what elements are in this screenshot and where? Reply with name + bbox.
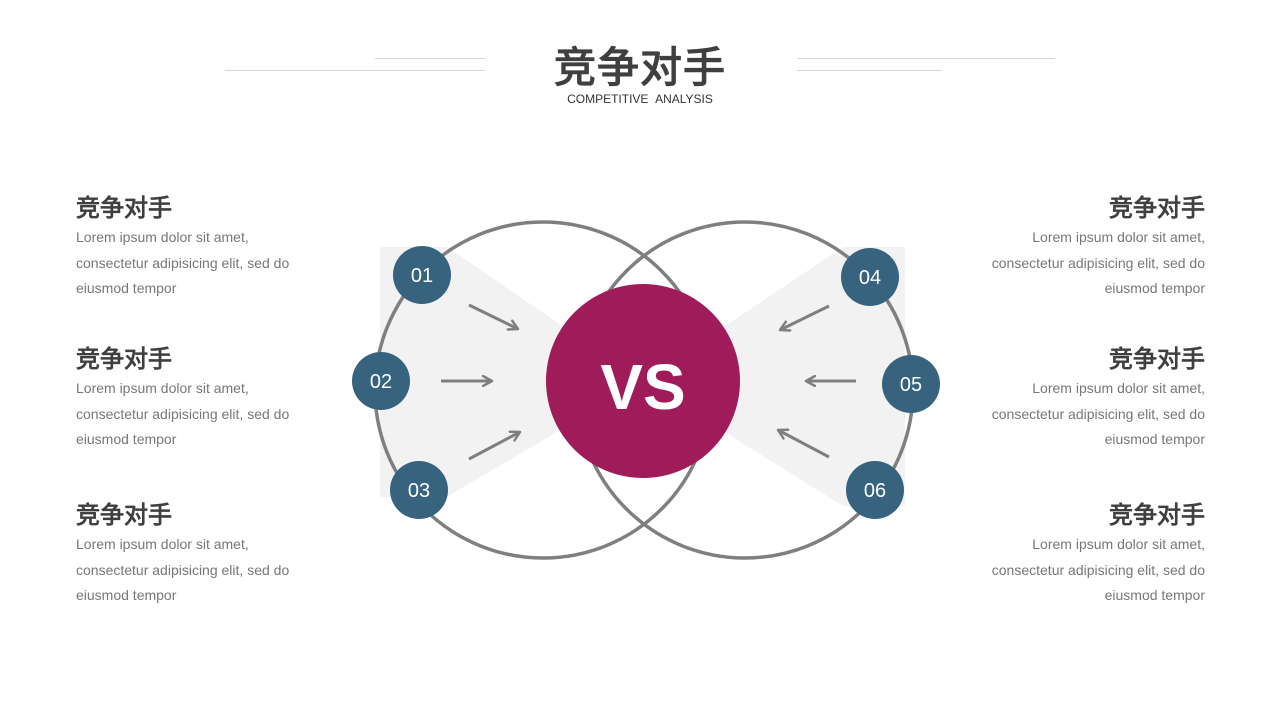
item-title: 竞争对手	[1109, 345, 1205, 373]
item-text-line: eiusmod tempor	[76, 587, 177, 603]
item-text-line: consectetur adipisicing elit, sed do	[76, 561, 290, 578]
title-rule-right-2	[797, 70, 942, 71]
item-text-line: eiusmod tempor	[76, 431, 177, 447]
arrow-icon	[778, 430, 830, 459]
item-text-line: Lorem ipsum dolor sit amet,	[76, 536, 249, 552]
badge-03: 03	[390, 461, 448, 519]
badge-02: 02	[352, 352, 410, 410]
title-rule-left-2	[225, 70, 485, 71]
item-text-line: eiusmod tempor	[1104, 587, 1205, 603]
item-text-line: consectetur adipisicing elit, sed do	[991, 561, 1205, 578]
item-text-line: consectetur adipisicing elit, sed do	[76, 405, 290, 422]
item-text: Lorem ipsum dolor sit amet, consectetur …	[76, 532, 316, 609]
item-text: Lorem ipsum dolor sit amet, consectetur …	[76, 376, 316, 453]
vs-circle	[546, 284, 740, 478]
item-text-line: consectetur adipisicing elit, sed do	[991, 405, 1205, 422]
item-title: 竞争对手	[1109, 501, 1205, 529]
left-item-3: 竞争对手 Lorem ipsum dolor sit amet, consect…	[76, 500, 316, 609]
item-text-line: consectetur adipisicing elit, sed do	[76, 254, 290, 271]
page-title: 竞争对手	[553, 43, 726, 92]
title-rule-left-1	[375, 58, 485, 59]
left-wedge	[380, 247, 643, 497]
badge-label: 03	[408, 480, 430, 502]
badge-label: 06	[864, 480, 886, 502]
badge-06: 06	[846, 461, 904, 519]
right-item-3: 竞争对手 Lorem ipsum dolor sit amet, consect…	[965, 500, 1205, 609]
arrow-icon	[468, 303, 518, 329]
item-text-line: consectetur adipisicing elit, sed do	[991, 254, 1205, 271]
page-subtitle: COMPETITIVE ANALYSIS	[567, 92, 713, 106]
badge-01: 01	[393, 246, 451, 304]
item-text-line: Lorem ipsum dolor sit amet,	[1032, 229, 1205, 245]
arrow-icon	[780, 304, 830, 330]
arrow-icon	[468, 432, 520, 461]
right-item-2: 竞争对手 Lorem ipsum dolor sit amet, consect…	[965, 344, 1205, 453]
badge-label: 02	[370, 371, 392, 393]
item-text-line: Lorem ipsum dolor sit amet,	[1032, 536, 1205, 552]
badge-label: 04	[859, 267, 881, 289]
item-text-line: Lorem ipsum dolor sit amet,	[76, 380, 249, 396]
right-item-1: 竞争对手 Lorem ipsum dolor sit amet, consect…	[965, 193, 1205, 302]
badge-04: 04	[841, 248, 899, 306]
item-text-line: Lorem ipsum dolor sit amet,	[1032, 380, 1205, 396]
item-text: Lorem ipsum dolor sit amet, consectetur …	[965, 532, 1205, 609]
item-text: Lorem ipsum dolor sit amet, consectetur …	[76, 225, 316, 302]
item-text-line: eiusmod tempor	[1104, 280, 1205, 296]
item-title: 竞争对手	[76, 194, 172, 222]
badge-label: 01	[411, 265, 433, 287]
item-text-line: eiusmod tempor	[1104, 431, 1205, 447]
item-text: Lorem ipsum dolor sit amet, consectetur …	[965, 225, 1205, 302]
vs-label: VS	[600, 351, 685, 423]
title-rule-right-1	[797, 58, 1055, 59]
badge-05: 05	[882, 355, 940, 413]
right-wedge	[643, 247, 905, 506]
item-title: 竞争对手	[76, 345, 172, 373]
item-text-line: eiusmod tempor	[76, 280, 177, 296]
item-text-line: Lorem ipsum dolor sit amet,	[76, 229, 249, 245]
item-title: 竞争对手	[76, 501, 172, 529]
left-item-2: 竞争对手 Lorem ipsum dolor sit amet, consect…	[76, 344, 316, 453]
header: 竞争对手 COMPETITIVE ANALYSIS	[0, 0, 1280, 120]
badge-label: 05	[900, 374, 922, 396]
item-title: 竞争对手	[1109, 194, 1205, 222]
left-item-1: 竞争对手 Lorem ipsum dolor sit amet, consect…	[76, 193, 316, 302]
item-text: Lorem ipsum dolor sit amet, consectetur …	[965, 376, 1205, 453]
